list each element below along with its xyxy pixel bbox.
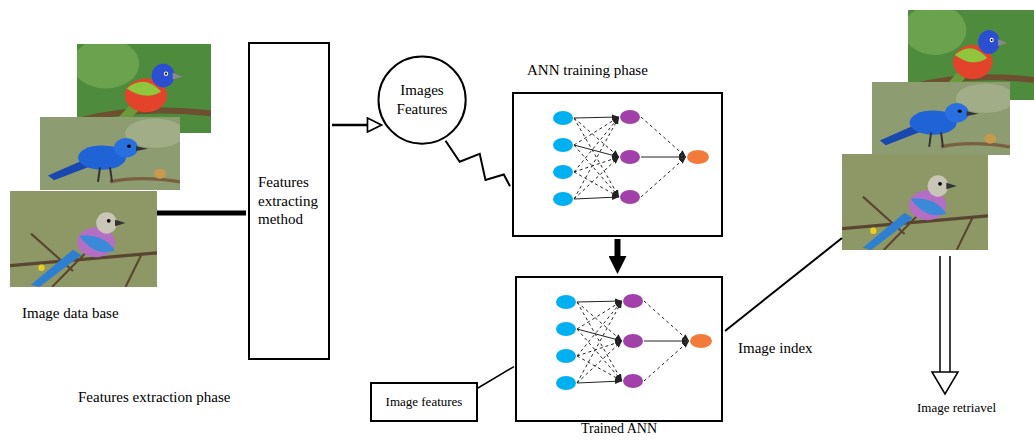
bird-photo bbox=[842, 154, 988, 250]
node-text: Image features bbox=[386, 394, 463, 410]
line-label: Image index bbox=[738, 339, 813, 357]
trained-box: Trained ANN bbox=[515, 276, 723, 422]
bird-photo bbox=[40, 117, 185, 190]
lightning-connector bbox=[446, 141, 510, 186]
input-box: Image features bbox=[370, 382, 478, 422]
bird-photo bbox=[10, 191, 157, 287]
caption-label: Image data base bbox=[22, 304, 119, 322]
input-bar bbox=[157, 211, 246, 216]
input-line bbox=[478, 367, 514, 388]
network-icon bbox=[556, 294, 712, 390]
box-heading: Trained ANN bbox=[517, 421, 721, 436]
circle-outline bbox=[378, 56, 465, 143]
retrieval-arrow bbox=[940, 256, 950, 372]
node-text: Images Features bbox=[390, 81, 454, 119]
circle-outline bbox=[377, 55, 467, 145]
retrieval-arrow-head bbox=[932, 372, 958, 394]
flow-arrow bbox=[332, 124, 367, 127]
feature-circle: Images Features bbox=[377, 55, 467, 145]
index-line bbox=[725, 238, 842, 331]
output-label: Image retriavel bbox=[917, 400, 996, 416]
training-box: ANN training phase bbox=[512, 92, 723, 237]
phase-label: Features extraction phase bbox=[78, 388, 230, 406]
process-box: Features extracting method bbox=[248, 42, 330, 360]
node-text: Features extracting method bbox=[258, 173, 320, 229]
box-heading: ANN training phase bbox=[527, 61, 648, 80]
network-icon bbox=[553, 110, 709, 206]
bird-photo bbox=[872, 82, 1015, 155]
training-arrow bbox=[615, 239, 621, 256]
